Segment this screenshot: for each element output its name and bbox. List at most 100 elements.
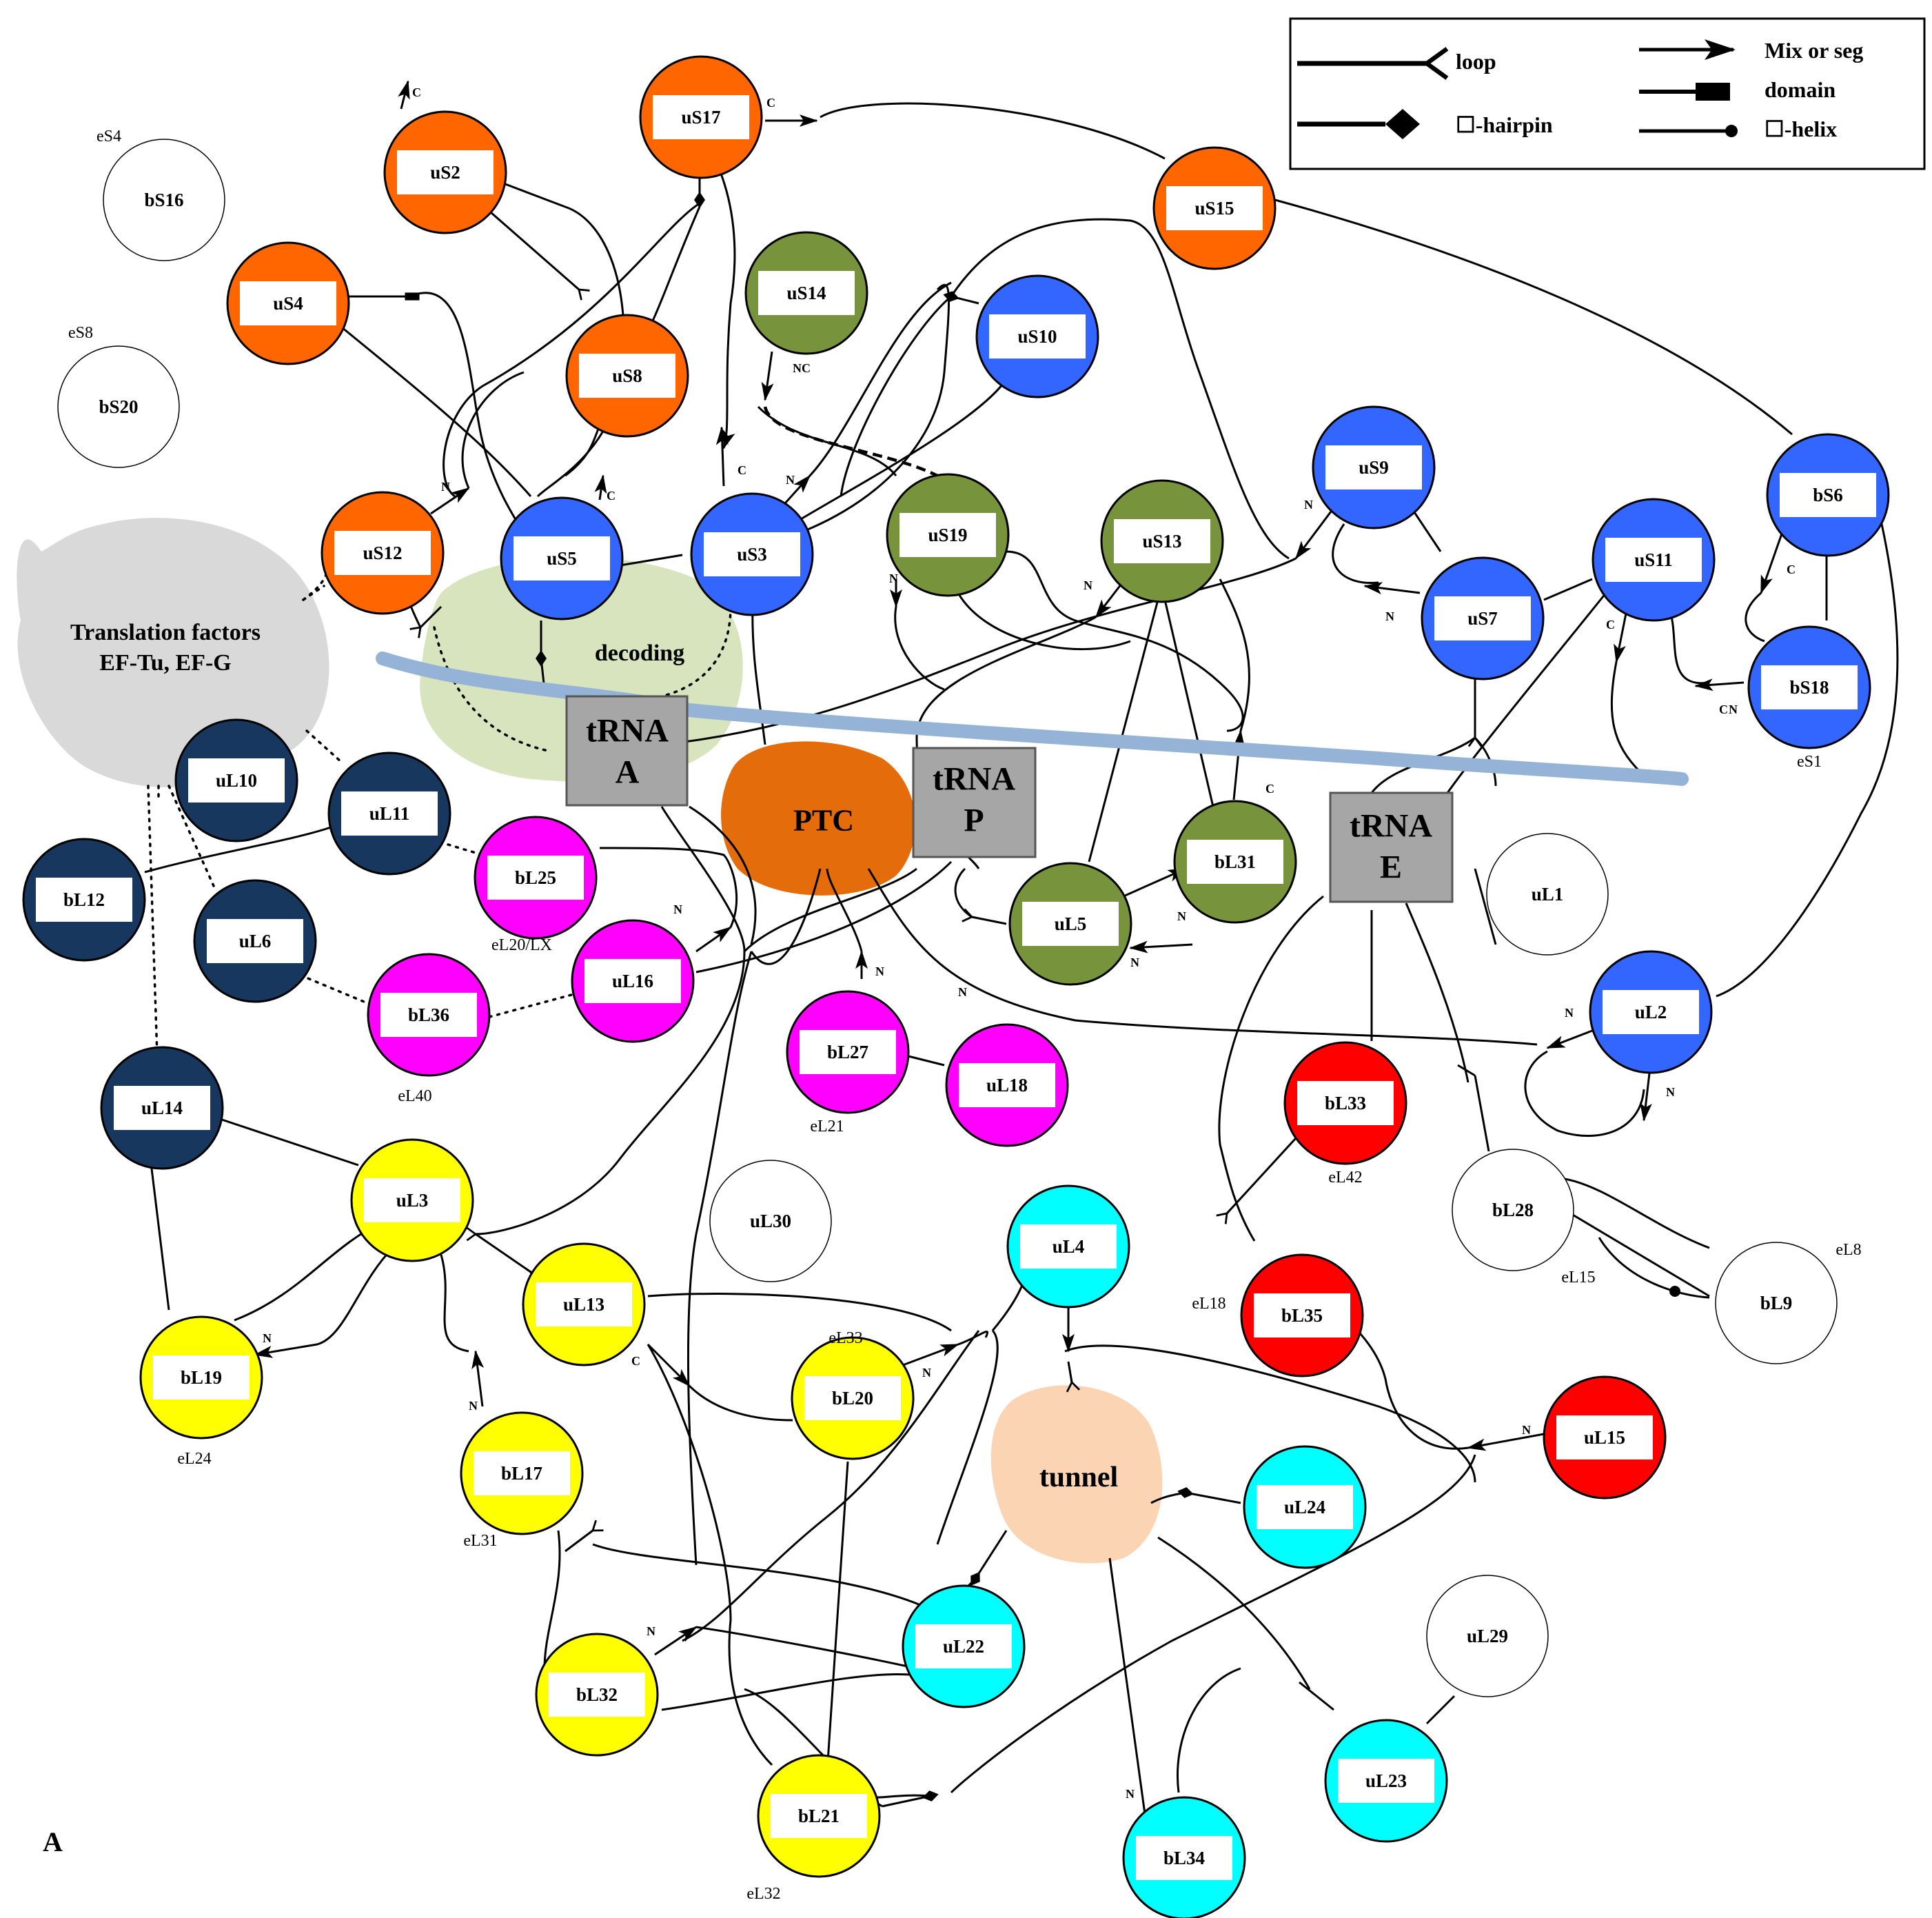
- edge-us12-loop: [461, 371, 525, 489]
- protein-node-ul23: uL23: [1324, 1719, 1448, 1843]
- edge-ul16-trna-p: [695, 860, 953, 973]
- protein-node-ul13: uL13: [522, 1242, 646, 1366]
- terminus-label: N: [1126, 1787, 1135, 1801]
- protein-label-box: [513, 536, 610, 581]
- edge-bl17-ul22: [592, 1543, 924, 1608]
- terminus-label: N: [1084, 578, 1092, 592]
- edge-bl28-hairpin-tail: [1474, 1075, 1490, 1152]
- edge-trna-e-ul1: [1474, 868, 1497, 945]
- edge-us17-us12: [443, 202, 700, 498]
- protein-node-us2: uS2: [383, 110, 507, 234]
- edge-ul16-n: [695, 926, 732, 953]
- protein-node-us15: uS15: [1152, 146, 1277, 270]
- protein-node-bl12: bL12: [22, 838, 146, 962]
- edge-us9-n: [1294, 503, 1339, 560]
- edge-us13-bl31-c: [1219, 578, 1250, 731]
- edge-trna-e-bl35: [1218, 895, 1324, 1242]
- edge-trna-e-bl28: [1405, 902, 1470, 1083]
- protein-label: uS14: [786, 283, 826, 303]
- terminus-label: C: [1719, 703, 1728, 716]
- protein-label-box: [334, 531, 431, 575]
- protein-alias-label: eL33: [828, 1329, 862, 1347]
- edge-bl20-ul22: [936, 1329, 999, 1545]
- protein-label: uL15: [1584, 1427, 1625, 1448]
- protein-label: uL5: [1055, 913, 1087, 934]
- protein-label: uL30: [750, 1211, 791, 1231]
- protein-node-ul11: uL11: [327, 751, 451, 876]
- dotted-tf-ul6: [167, 785, 215, 887]
- protein-circle: [103, 139, 225, 261]
- edge-bl28-bl9-helix: [1598, 1237, 1710, 1299]
- protein-label-box: [549, 1673, 645, 1717]
- edge-us15-bs6: [1274, 199, 1793, 436]
- protein-node-ul14: uL14: [100, 1046, 224, 1170]
- protein-node-ul1: uL1: [1486, 833, 1609, 956]
- protein-label: bL34: [1163, 1848, 1205, 1868]
- edge-tunnel-ul22: [970, 1530, 1008, 1586]
- edge-bs6-loop: [1745, 592, 1765, 643]
- edge-us5-us3: [620, 554, 683, 567]
- terminus-label: C: [412, 85, 421, 99]
- protein-alias-label: eL32: [746, 1885, 780, 1903]
- legend-loop-label: loop: [1456, 49, 1496, 74]
- legend-frame: [1289, 17, 1926, 170]
- edge-us3-us10-a: [809, 281, 952, 477]
- protein-label: uL22: [943, 1636, 984, 1657]
- protein-label-box: [653, 95, 749, 139]
- protein-node-ul15: uL15: [1543, 1375, 1667, 1500]
- edge-us3-c: [715, 426, 729, 487]
- edge-bl20-tail: [957, 1330, 989, 1346]
- edge-ul5-loop: [962, 908, 1007, 925]
- edge-ul23-ul29: [1425, 1695, 1456, 1725]
- protein-label-box: [397, 150, 494, 194]
- mrna-thread: [376, 652, 1689, 786]
- protein-label-box: [207, 919, 303, 963]
- terminus-label: N: [786, 473, 795, 487]
- terminus-label: C: [607, 489, 616, 503]
- edge-bl32-ul22: [695, 1626, 917, 1670]
- terminus-label: N: [1177, 909, 1186, 923]
- tunnel-label: tunnel: [1039, 1462, 1118, 1493]
- protein-label: uL16: [612, 971, 653, 991]
- edge-trna-a-ul3: [466, 806, 746, 1242]
- terminus-label: N: [673, 902, 682, 916]
- protein-label-box: [704, 532, 800, 576]
- protein-label-box: [959, 1063, 1055, 1107]
- edge-ul4-tunnel: [1066, 1361, 1081, 1393]
- protein-label-box: [1020, 1224, 1117, 1269]
- terminus-label: N: [958, 985, 967, 999]
- protein-alias-label: eS8: [68, 324, 93, 342]
- translation-factors-label: Translation factors: [70, 620, 261, 645]
- terminus-label: C: [1787, 563, 1796, 576]
- protein-label-box: [36, 878, 132, 922]
- edge-ul16-bl25: [599, 847, 738, 928]
- edge-ul3-ul13: [475, 1233, 542, 1283]
- protein-label: uS2: [430, 162, 460, 183]
- protein-label-box: [579, 354, 675, 398]
- edge-ul14-bl19: [150, 1168, 170, 1311]
- legend-hairpin-label: ☐-hairpin: [1456, 112, 1553, 137]
- edge-us12-loop-a: [409, 605, 443, 638]
- protein-node-ul3: uL3: [350, 1138, 474, 1262]
- edge-us4-us5-b: [337, 323, 532, 497]
- svg-text:tRNA: tRNA: [586, 713, 669, 749]
- protein-node-bl34: bL34: [1122, 1796, 1246, 1918]
- protein-node-us19: uS19: [886, 473, 1010, 597]
- protein-label: bL17: [501, 1463, 542, 1484]
- protein-node-us10: uS10: [975, 274, 1099, 398]
- edge-us7-n: [1363, 582, 1421, 595]
- edge-ul2-loop: [1524, 1050, 1645, 1137]
- protein-label-box: [153, 1355, 250, 1400]
- edge-tunnel-ul23: [1157, 1536, 1311, 1690]
- protein-node-us11: uS11: [1592, 498, 1716, 622]
- protein-node-ul2: uL2: [1589, 950, 1713, 1074]
- protein-label-box: [364, 1178, 460, 1222]
- edge-bl27-ul18: [902, 1053, 945, 1067]
- edge-us19-loop: [894, 606, 945, 691]
- protein-label-box: [1257, 1485, 1353, 1529]
- protein-node-bs6: bS6: [1766, 433, 1890, 557]
- edge-us14-nc: [761, 351, 774, 401]
- trna-p-box: tRNA P: [912, 747, 1037, 858]
- protein-label-box: [1187, 840, 1283, 884]
